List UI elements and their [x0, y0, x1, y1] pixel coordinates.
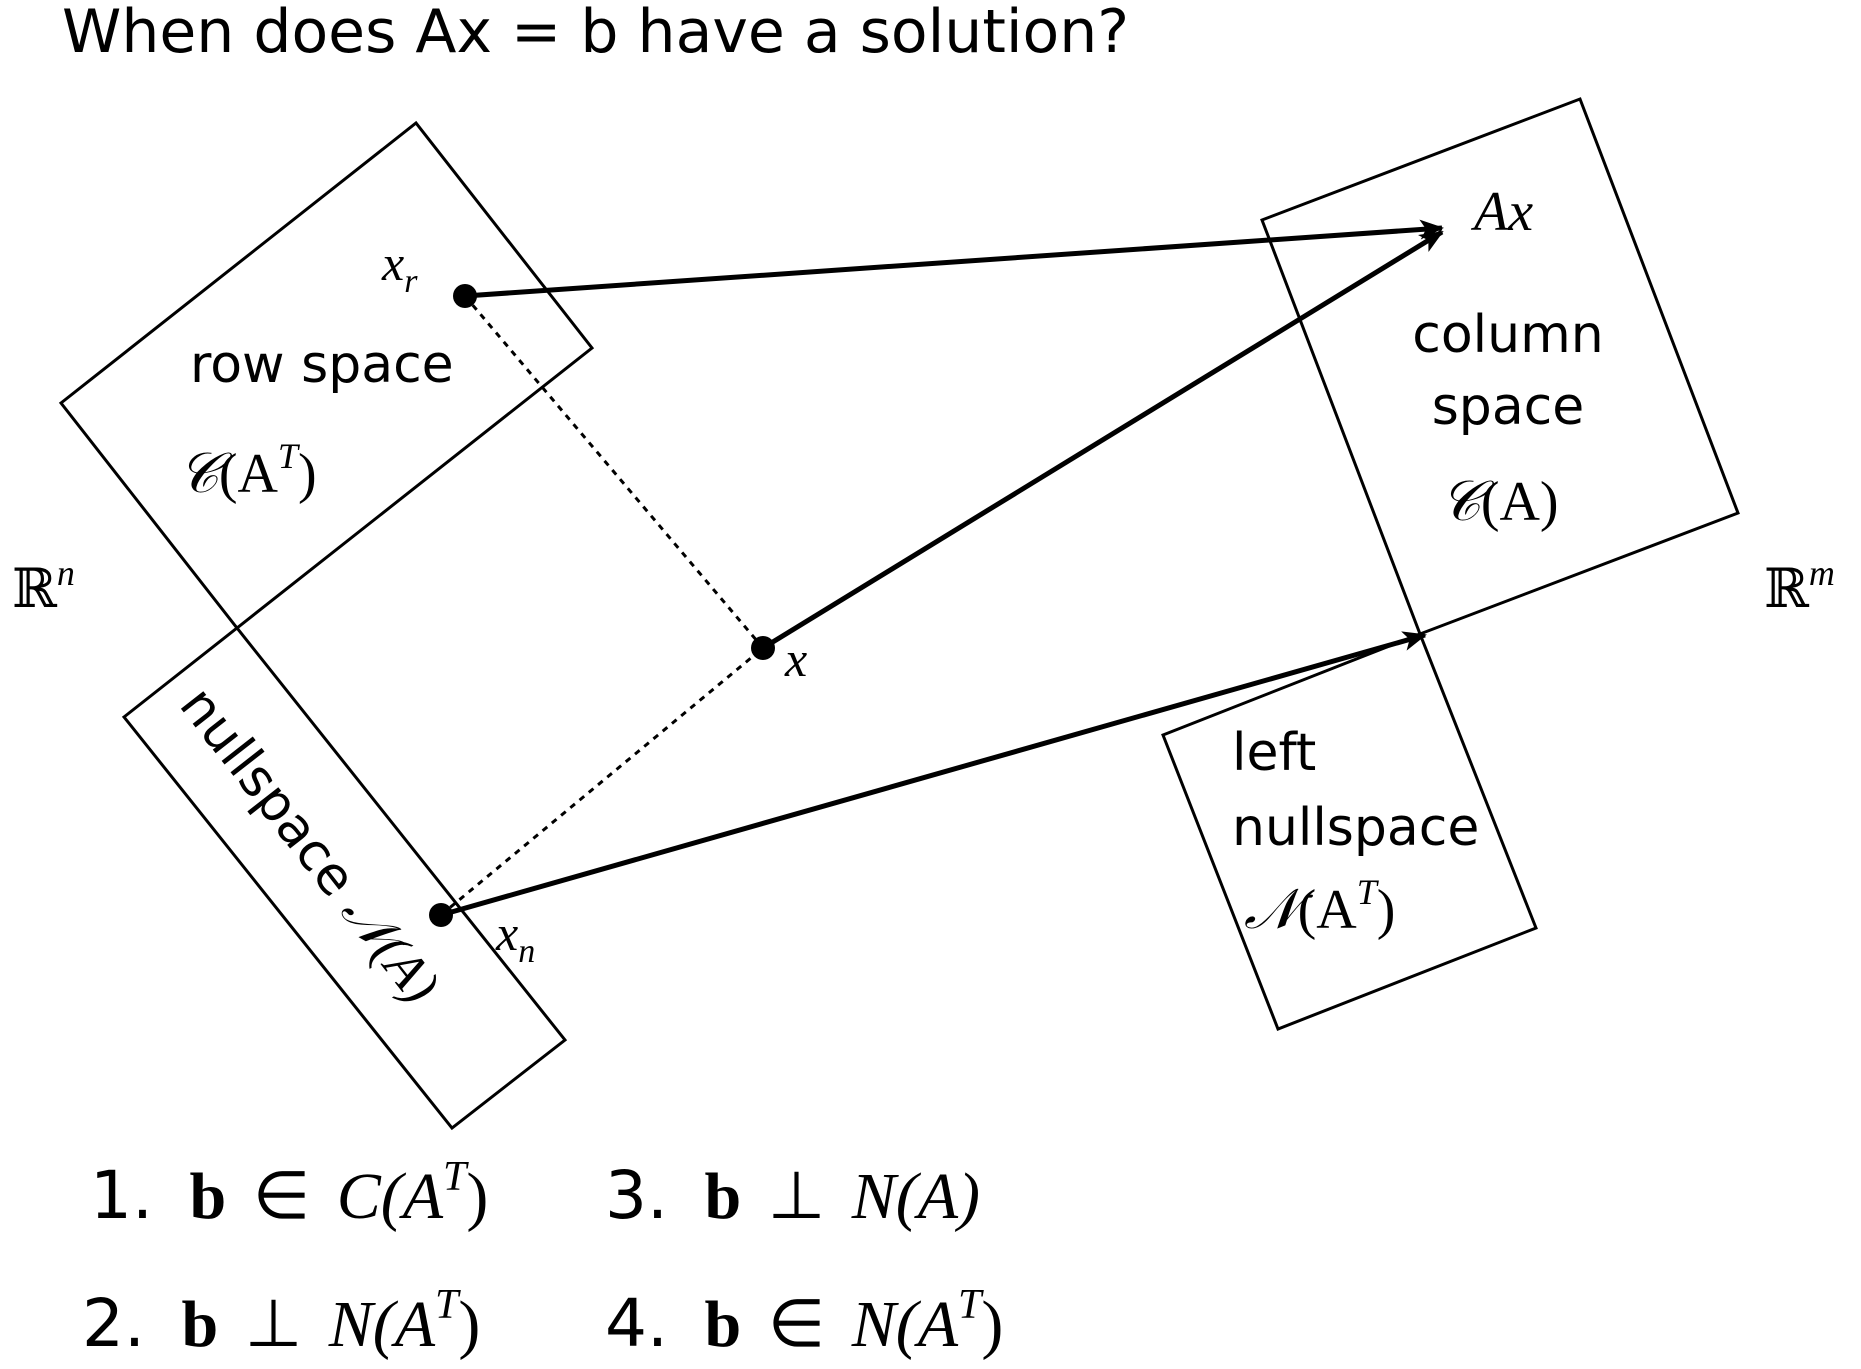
row-space-rect [58, 120, 595, 631]
label-x: x [784, 631, 807, 687]
row-space-label: row space [190, 335, 454, 395]
nullspace-rect [121, 625, 568, 1131]
column-space-rect [1260, 97, 1740, 636]
page-title: When does Ax = b have a solution? [62, 0, 1129, 67]
left-nullspace-label-line2: nullspace [1232, 798, 1479, 858]
condition-1: 1. b ∈ C(AT) [90, 1154, 488, 1234]
column-space-label-line1: column [1412, 305, 1603, 365]
arrow-xn-to-zero [440, 631, 1427, 918]
point-x [751, 636, 775, 660]
label-xn: xn [495, 905, 535, 970]
left-nullspace-rect [1161, 632, 1538, 1031]
condition-3: 3. b ⊥ N(A) [605, 1157, 980, 1234]
codomain-space-label: ℝm [1764, 553, 1835, 620]
row-space-notation: 𝒞(AT) [178, 436, 317, 505]
label-Ax: Ax [1470, 181, 1533, 243]
projection-line-xn [440, 646, 764, 917]
left-nullspace-label-line1: left [1232, 723, 1316, 783]
condition-2: 2. b ⊥ N(AT) [82, 1282, 480, 1362]
left-nullspace-notation: 𝒩(AT) [1244, 872, 1395, 941]
nullspace-label: nullspace [168, 676, 368, 908]
label-xr: xr [381, 235, 418, 300]
point-xr [453, 284, 477, 308]
domain-space-label: ℝn [12, 553, 75, 620]
nullspace-notation: 𝒩(A) [330, 882, 452, 1014]
arrow-xr-to-Ax [464, 219, 1444, 299]
column-space-notation: 𝒞(A) [1440, 471, 1559, 533]
projection-line-xr [463, 295, 765, 649]
arrow-x-to-Ax [761, 229, 1444, 651]
column-space-label-line2: space [1432, 377, 1585, 437]
condition-4: 4. b ∈ N(AT) [605, 1282, 1003, 1362]
point-xn [429, 903, 453, 927]
